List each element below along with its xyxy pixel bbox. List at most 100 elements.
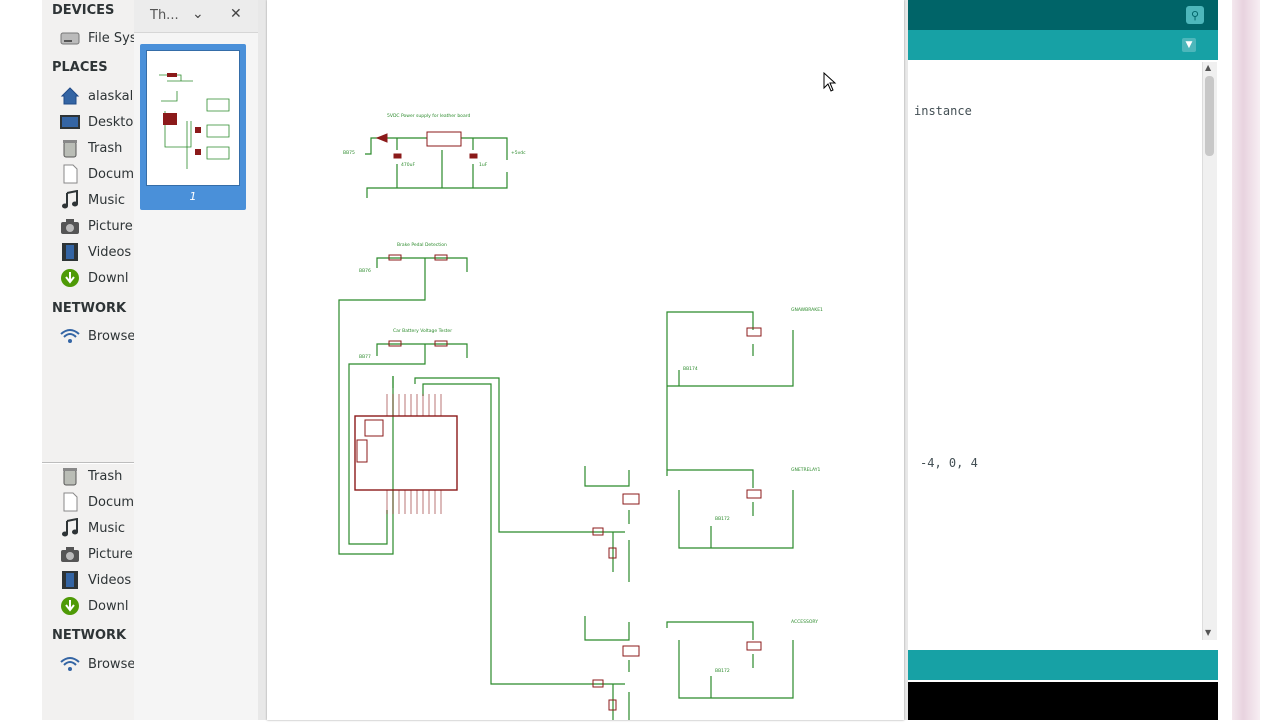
code-editor[interactable]: instance -4, 0, 4 xyxy=(912,62,1202,640)
sidebar-item-desktop[interactable]: Deskto xyxy=(60,110,140,134)
sidebar-item-label: Docum xyxy=(88,494,135,510)
trash-icon xyxy=(60,138,80,158)
film-icon xyxy=(60,570,80,590)
sidebar-item-documents[interactable]: Docum xyxy=(60,490,140,514)
desktop-right-strip xyxy=(1232,0,1260,720)
sidebar-item-pictures[interactable]: Picture xyxy=(60,214,140,238)
sidebar-item-browse-network[interactable]: Browse xyxy=(60,324,140,348)
film-icon xyxy=(60,242,80,262)
download-icon xyxy=(60,596,80,616)
sidebar-item-browse-network[interactable]: Browse xyxy=(60,652,140,676)
arduino-status-bar xyxy=(908,650,1218,680)
scroll-up-icon[interactable]: ▲ xyxy=(1205,63,1212,72)
sidebar-item-videos[interactable]: Videos xyxy=(60,240,140,264)
sidebar-item-pictures[interactable]: Picture xyxy=(60,542,140,566)
cap-label-2: 1uF xyxy=(479,162,488,168)
relay-label-2: GNETRELAY1 xyxy=(791,467,821,473)
document-icon xyxy=(60,164,80,184)
devices-header: DEVICES xyxy=(52,3,115,18)
label-bb75: BB75 xyxy=(343,150,355,156)
sidebar-item-label: Picture xyxy=(88,218,133,234)
arduino-tab-bar: ▼ xyxy=(908,30,1218,60)
desktop-icon xyxy=(60,112,80,132)
schematic-drawing: 5VDC Power supply for leather board Brak… xyxy=(338,113,823,720)
scroll-down-icon[interactable]: ▼ xyxy=(1205,628,1212,637)
relay-label-1: GNAWBRAKE1 xyxy=(791,307,823,313)
desktop-left-strip xyxy=(0,0,40,720)
arduino-toolbar: ⚲ xyxy=(908,0,1218,30)
label-bb77: BB77 xyxy=(359,354,371,360)
sidebar-item-label: Deskto xyxy=(88,114,134,130)
places-header: PLACES xyxy=(52,60,108,75)
sidebar-item-music[interactable]: Music xyxy=(60,188,140,212)
relay-label-3: ACCESSORY xyxy=(791,619,818,625)
sidebar-item-label: Downl xyxy=(88,598,129,614)
file-manager-sidebar-top: DEVICES File Sys PLACES alaskal Deskto T… xyxy=(42,0,137,463)
sidebar-item-music[interactable]: Music xyxy=(60,516,140,540)
label-bb172-b: BB172 xyxy=(715,668,730,674)
label-bb174: BB174 xyxy=(683,366,698,372)
sidebar-item-label: Docum xyxy=(88,166,135,182)
desktop-right-edge xyxy=(1220,0,1280,720)
sidebar-item-label: Trash xyxy=(88,140,123,156)
sidebar-item-label: Videos xyxy=(88,572,132,588)
sidebar-item-downloads[interactable]: Downl xyxy=(60,594,140,618)
thumbnail-sidebar: Th... ⌄ ✕ 1 xyxy=(134,0,259,720)
sidebar-item-label: alaskal xyxy=(88,88,134,104)
serial-monitor-icon[interactable]: ⚲ xyxy=(1186,6,1204,24)
camera-icon xyxy=(60,544,80,564)
page-thumbnail-selected[interactable]: 1 xyxy=(140,44,246,210)
cap-label-1: 470uF xyxy=(401,162,415,168)
wifi-icon xyxy=(60,326,80,346)
document-icon xyxy=(60,492,80,512)
scrollbar-thumb[interactable] xyxy=(1205,76,1214,156)
power-supply-title: 5VDC Power supply for leather board xyxy=(387,113,470,119)
sidebar-item-videos[interactable]: Videos xyxy=(60,568,140,592)
brake-detection-title: Brake Pedal Detection xyxy=(397,242,447,248)
sidebar-item-trash[interactable]: Trash xyxy=(60,136,140,160)
sidebar-item-label: Browse xyxy=(88,328,136,344)
label-bb172-a: BB172 xyxy=(715,516,730,522)
sidebar-item-trash[interactable]: Trash xyxy=(60,464,140,488)
sidebar-item-label: Picture xyxy=(88,546,133,562)
tab-menu-dropdown[interactable]: ▼ xyxy=(1182,38,1196,52)
label-bb76: BB76 xyxy=(359,268,371,274)
sidebar-item-home[interactable]: alaskal xyxy=(60,84,140,108)
camera-icon xyxy=(60,216,80,236)
schematic-page[interactable]: 5VDC Power supply for leather board Brak… xyxy=(267,0,904,720)
home-icon xyxy=(60,86,80,106)
arduino-console xyxy=(908,682,1218,720)
network-header: NETWORK xyxy=(52,628,127,643)
code-line: instance xyxy=(914,104,972,118)
thumbnail-mode-selector[interactable]: Th... xyxy=(150,8,179,23)
sidebar-item-label: Videos xyxy=(88,244,132,260)
page-number: 1 xyxy=(189,190,197,203)
mouse-cursor-icon xyxy=(823,71,837,96)
file-manager-sidebar-bottom: Trash Docum Music Picture Videos Downl N… xyxy=(42,464,135,720)
sidebar-item-label: Trash xyxy=(88,468,123,484)
thumbnail-header: Th... ⌄ ✕ xyxy=(134,0,258,33)
editor-scrollbar[interactable]: ▲ ▼ xyxy=(1202,62,1217,640)
arduino-ide-window: ⚲ ▼ instance -4, 0, 4 ▲ ▼ xyxy=(908,0,1220,720)
sidebar-item-label: Downl xyxy=(88,270,129,286)
sidebar-item-label: Browse xyxy=(88,656,136,672)
download-icon xyxy=(60,268,80,288)
drive-icon xyxy=(60,28,80,48)
sidebar-item-documents[interactable]: Docum xyxy=(60,162,140,186)
sidebar-item-label: Music xyxy=(88,192,125,208)
code-line: -4, 0, 4 xyxy=(920,456,978,470)
sidebar-item-label: File Sys xyxy=(88,30,137,46)
page-thumbnail-image xyxy=(146,50,240,186)
sidebar-item-filesystem[interactable]: File Sys xyxy=(60,26,140,50)
label-5vdc: +5vdc xyxy=(511,150,526,156)
sidebar-item-label: Music xyxy=(88,520,125,536)
battery-tester-title: Car Battery Voltage Tester xyxy=(393,328,452,334)
trash-icon xyxy=(60,466,80,486)
music-icon xyxy=(60,190,80,210)
wifi-icon xyxy=(60,654,80,674)
network-header: NETWORK xyxy=(52,301,127,316)
close-icon[interactable]: ✕ xyxy=(230,6,242,22)
music-icon xyxy=(60,518,80,538)
sidebar-item-downloads[interactable]: Downl xyxy=(60,266,140,290)
chevron-down-icon[interactable]: ⌄ xyxy=(192,6,204,22)
